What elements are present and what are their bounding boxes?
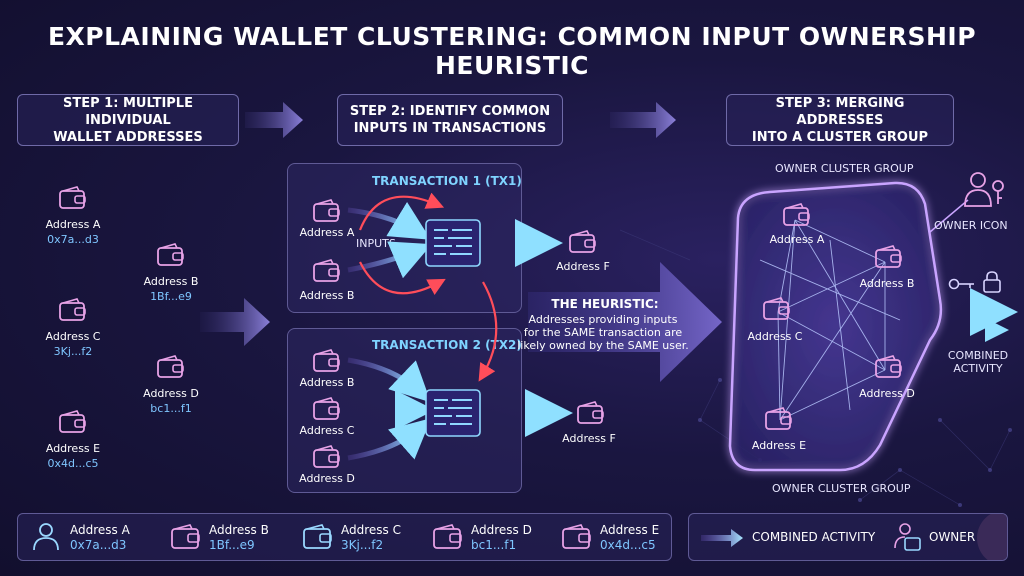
step-3-line-1: STEP 3: MERGING ADDRESSES xyxy=(775,95,905,128)
decorative-circle xyxy=(977,514,1007,560)
owner-icon-label: OWNER ICON xyxy=(934,219,1008,232)
wallet-icon xyxy=(58,409,88,439)
wallet-icon xyxy=(782,202,812,232)
address-b-hash: 1Bf...e9 xyxy=(150,290,192,303)
address-e-label: Address E xyxy=(45,442,101,455)
combined-activity-label: COMBINED ACTIVITY xyxy=(942,349,1014,375)
combined-activity-arrow-icon xyxy=(701,529,743,547)
heuristic-line-3: likely owned by the SAME user. xyxy=(517,339,689,352)
legend-owner-icon: OWNER IC xyxy=(929,530,991,544)
cluster-node-c-label: Address C xyxy=(747,330,803,343)
key-icon xyxy=(948,276,976,296)
tx2-input-c-label: Address C xyxy=(299,424,355,437)
step-2-box: STEP 2: IDENTIFY COMMON INPUTS IN TRANSAC… xyxy=(337,94,563,146)
address-c-label: Address C xyxy=(45,330,101,343)
legend-item-a-label: Address A xyxy=(70,523,130,537)
address-b-label: Address B xyxy=(143,275,199,288)
combined-activity-line-2: ACTIVITY xyxy=(953,362,1003,375)
legend-item-c-label: Address C xyxy=(341,523,401,537)
transaction-1-title: TRANSACTION 1 (TX1) xyxy=(372,174,522,188)
heuristic-description: Addresses providing inputs for the SAME … xyxy=(508,313,698,352)
tx2-output-label: Address F xyxy=(562,432,616,445)
wallet-icon xyxy=(568,229,598,259)
wallet-icon xyxy=(312,396,342,426)
wallet-icon xyxy=(764,406,794,436)
cluster-node-a-label: Address A xyxy=(769,233,825,246)
cluster-label-bottom: OWNER CLUSTER GROUP xyxy=(772,482,911,495)
address-d-label: Address D xyxy=(143,387,199,400)
wallet-icon xyxy=(302,522,334,556)
wallet-icon xyxy=(561,522,593,556)
legend-item-d-hash: bc1...f1 xyxy=(471,538,517,552)
wallet-icon xyxy=(312,258,342,288)
step-1-line-2: WALLET ADDRESSES xyxy=(53,129,203,145)
legend-item-b-hash: 1Bf...e9 xyxy=(209,538,255,552)
owner-icon xyxy=(962,168,1008,216)
legend-activity: COMBINED ACTIVITY OWNER IC xyxy=(688,513,1008,561)
step-arrow-1 xyxy=(245,102,303,138)
owner-icon xyxy=(894,523,921,551)
cluster-node-d-label: Address D xyxy=(859,387,915,400)
address-d-hash: bc1...f1 xyxy=(150,402,192,415)
legend-item-c-hash: 3Kj...f2 xyxy=(341,538,384,552)
wallet-icon xyxy=(432,522,464,556)
combined-activity-line-1: COMBINED xyxy=(947,349,1009,362)
heuristic-line-2: for the SAME transaction are xyxy=(523,326,683,339)
address-a-label: Address A xyxy=(45,218,101,231)
legend-item-e-hash: 0x4d...c5 xyxy=(600,538,656,552)
address-c-hash: 3Kj...f2 xyxy=(53,345,93,358)
lock-icon xyxy=(982,270,1002,298)
step-arrow-2 xyxy=(610,102,676,138)
wallet-icon xyxy=(576,400,606,430)
wallet-icon xyxy=(312,444,342,474)
wallet-icon xyxy=(762,296,792,326)
page-title: EXPLAINING WALLET CLUSTERING: COMMON INP… xyxy=(47,22,977,80)
tx1-input-a-label: Address A xyxy=(299,226,355,239)
wallet-icon xyxy=(874,354,904,384)
legend-addresses xyxy=(17,513,672,561)
wallet-icon xyxy=(170,522,202,556)
person-icon xyxy=(30,520,62,556)
step-2-line-1: STEP 2: IDENTIFY COMMON xyxy=(349,104,551,119)
inputs-label: INPUTS xyxy=(356,237,396,250)
legend-item-a-hash: 0x7a...d3 xyxy=(70,538,127,552)
address-e-hash: 0x4d...c5 xyxy=(47,457,99,470)
address-a-hash: 0x7a...d3 xyxy=(47,233,99,246)
heuristic-line-1: Addresses providing inputs xyxy=(528,313,678,326)
wallet-icon xyxy=(58,185,88,215)
cluster-node-b-label: Address B xyxy=(859,277,915,290)
group-arrow-1 xyxy=(200,298,270,346)
legend-combined-activity: COMBINED ACTIVITY xyxy=(752,530,876,544)
step-1-line-1: STEP 1: MULTIPLE INDIVIDUAL xyxy=(63,95,193,128)
wallet-icon xyxy=(312,198,342,228)
wallet-icon xyxy=(156,354,186,384)
step-3-line-2: INTO A CLUSTER GROUP xyxy=(751,129,929,145)
legend-item-d-label: Address D xyxy=(471,523,532,537)
tx2-input-d-label: Address D xyxy=(299,472,355,485)
wallet-icon xyxy=(58,297,88,327)
cluster-label-top: OWNER CLUSTER GROUP xyxy=(775,162,914,175)
tx2-input-b-label: Address B xyxy=(299,376,355,389)
legend-item-b-label: Address B xyxy=(209,523,269,537)
wallet-icon xyxy=(874,244,904,274)
step-2-line-2: INPUTS IN TRANSACTIONS xyxy=(353,121,547,136)
wallet-icon xyxy=(312,348,342,378)
transaction-2-title: TRANSACTION 2 (TX2) xyxy=(372,338,522,352)
tx1-input-b-label: Address B xyxy=(299,289,355,302)
legend-item-e-label: Address E xyxy=(600,523,660,537)
wallet-icon xyxy=(156,242,186,272)
cluster-node-e-label: Address E xyxy=(751,439,807,452)
heuristic-title: THE HEURISTIC: xyxy=(551,297,659,311)
tx1-output-label: Address F xyxy=(556,260,610,273)
